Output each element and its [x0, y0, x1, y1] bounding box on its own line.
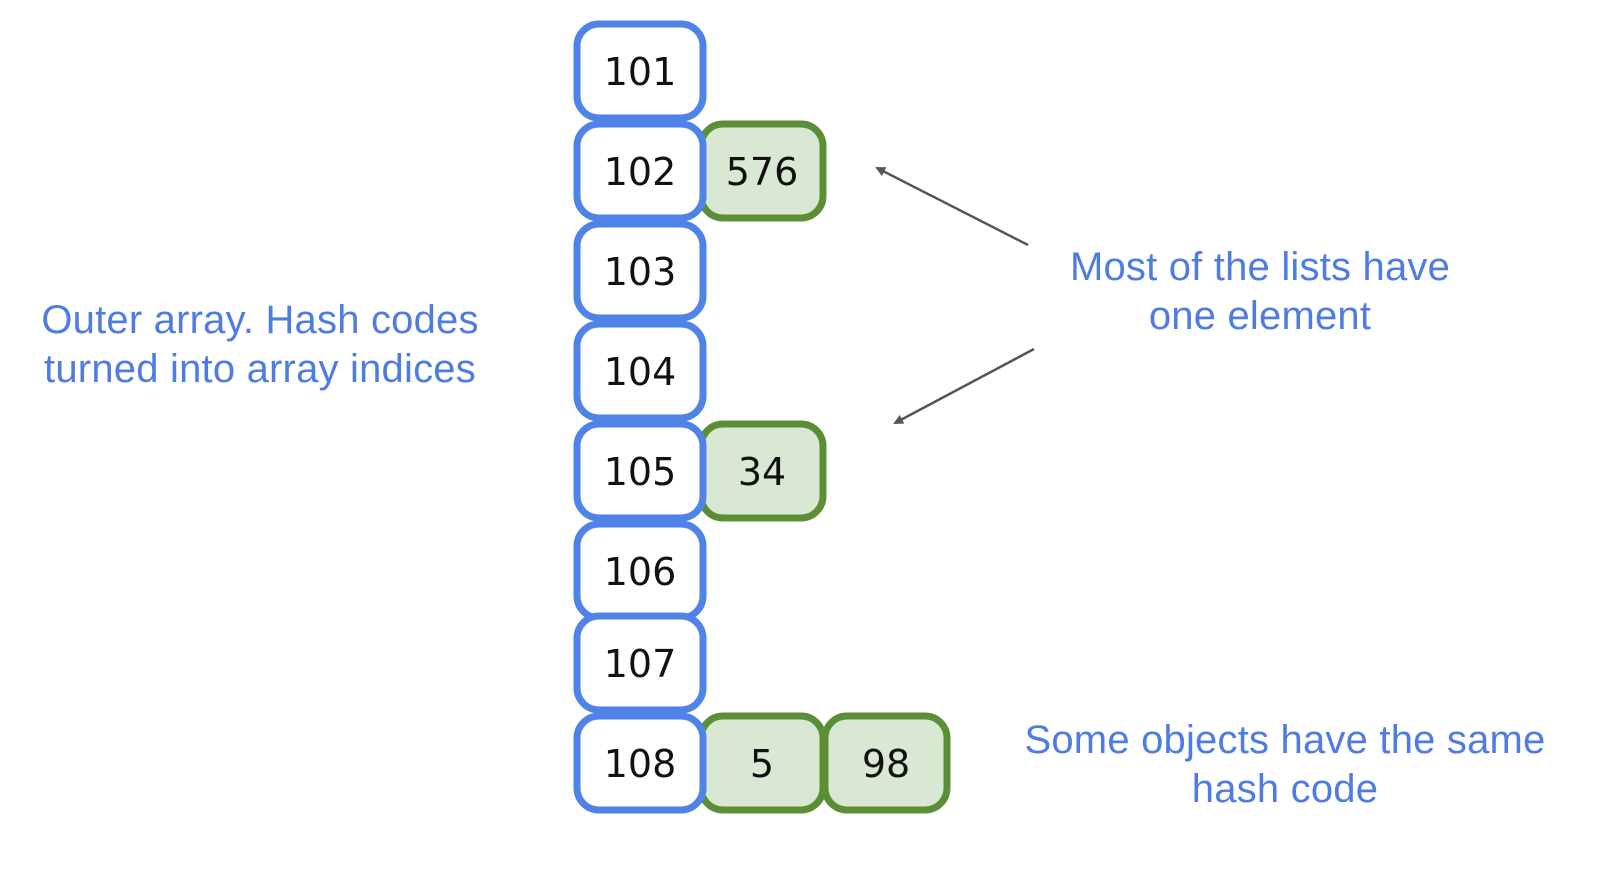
- array-slot-104: 104: [573, 320, 707, 422]
- arrow-to-34: [893, 347, 1035, 425]
- array-slot-105: 105: [573, 420, 707, 522]
- array-slot-101-rect: [573, 20, 707, 122]
- list-element-576-label: 576: [726, 150, 799, 194]
- array-slot-104-rect: [573, 320, 707, 422]
- array-slot-106-label: 106: [604, 550, 677, 594]
- outer-array: 576 34 5 98 101 102 103 104 105 106 107 108: [573, 20, 951, 814]
- array-slots: 101 102 103 104 105 106 107 108: [573, 20, 707, 814]
- array-slot-107-rect: [573, 612, 707, 714]
- array-slot-103-label: 103: [604, 250, 677, 294]
- lists-note-line1: Most of the lists have: [1069, 245, 1451, 289]
- array-slot-102-rect: [573, 120, 707, 222]
- array-slot-108-rect: [573, 712, 707, 814]
- list-element-98-rect: [821, 712, 951, 814]
- array-slot-107-label: 107: [604, 642, 677, 686]
- array-slot-108-label: 108: [604, 742, 677, 786]
- outer-array-note-line2: turned into array indices: [44, 347, 476, 391]
- collision-note-line1: Some objects have the same: [1024, 718, 1546, 762]
- array-slot-102-label: 102: [604, 150, 677, 194]
- array-slot-102: 102: [573, 120, 707, 222]
- array-slot-101: 101: [573, 20, 707, 122]
- array-slot-106: 106: [573, 520, 707, 622]
- array-slot-105-label: 105: [604, 450, 677, 494]
- lists-note: Most of the lists have one element: [1040, 243, 1480, 341]
- outer-array-note-line1: Outer array. Hash codes: [41, 298, 479, 342]
- array-slot-103-rect: [573, 220, 707, 322]
- array-slot-107: 107: [573, 612, 707, 714]
- list-element-98: 98: [821, 712, 951, 814]
- array-slot-104-label: 104: [604, 350, 677, 394]
- list-element-98-label: 98: [862, 742, 910, 786]
- array-slot-108: 108: [573, 712, 707, 814]
- list-element-34-label: 34: [738, 450, 786, 494]
- list-element-576: 576: [697, 120, 827, 222]
- array-slot-101-label: 101: [604, 50, 677, 94]
- list-element-34: 34: [697, 420, 827, 522]
- outer-array-note: Outer array. Hash codes turned into arra…: [30, 296, 490, 394]
- list-element-5: 5: [697, 712, 827, 814]
- array-slot-105-rect: [573, 420, 707, 522]
- array-slot-103: 103: [573, 220, 707, 322]
- list-element-5-label: 5: [750, 742, 774, 786]
- arrow-to-576: [875, 166, 1029, 247]
- bucket-lists: 576 34 5 98: [697, 120, 951, 814]
- collision-note: Some objects have the same hash code: [1015, 716, 1555, 814]
- lists-note-line2: one element: [1148, 294, 1372, 338]
- collision-note-line2: hash code: [1191, 767, 1379, 811]
